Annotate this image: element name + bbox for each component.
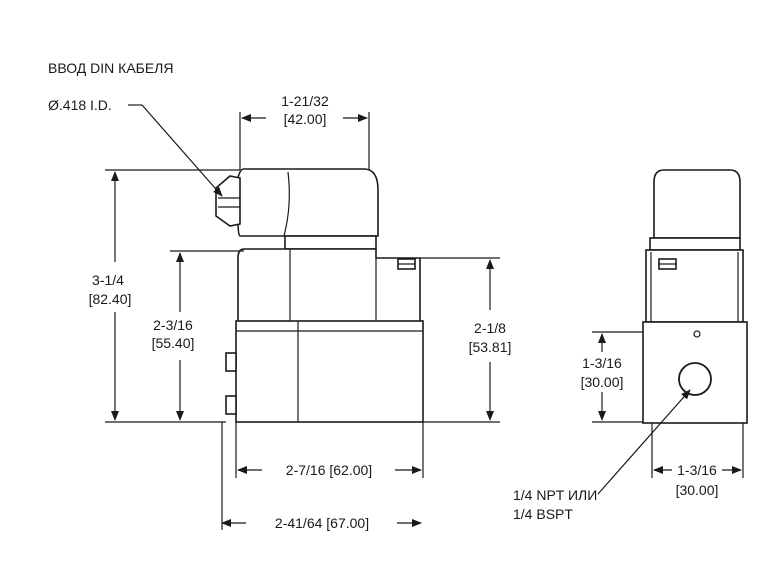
dim-right-height-primary: 2-1/8 xyxy=(474,320,506,336)
dim-overall-height-metric: [82.40] xyxy=(89,291,132,307)
callout-port-line1: 1/4 NPT ИЛИ xyxy=(513,487,597,503)
dim-base-width: 2-7/16 [62.00] xyxy=(235,422,424,478)
callout-cable-id: Ø.418 I.D. xyxy=(48,97,223,197)
dim-body-height-primary: 2-3/16 xyxy=(153,317,193,333)
callout-port-line2: 1/4 BSPT xyxy=(513,506,573,522)
dim-right-height-metric: [53.81] xyxy=(469,339,512,355)
callout-cable-id-text: Ø.418 I.D. xyxy=(48,97,112,113)
cable-gland xyxy=(215,175,241,227)
fitting-lower xyxy=(225,395,237,415)
din-connector-cap xyxy=(237,168,379,237)
dim-side-port-height-primary: 1-3/16 xyxy=(582,355,622,371)
side-view xyxy=(642,169,748,424)
side-base xyxy=(642,321,748,424)
dim-overall-width: 2-41/64 [67.00] xyxy=(221,422,422,531)
dim-right-height: 2-1/8 [53.81] xyxy=(420,257,512,423)
dim-side-width-metric: [30.00] xyxy=(676,482,719,498)
dim-top-width: 1-21/32 [42.00] xyxy=(239,93,370,170)
dim-top-width-metric: [42.00] xyxy=(284,111,327,127)
dim-overall-width-text: 2-41/64 [67.00] xyxy=(275,515,369,531)
side-connector xyxy=(653,169,741,239)
fitting-upper xyxy=(225,352,237,372)
valve-base xyxy=(235,320,424,423)
port-circle xyxy=(678,362,712,396)
dim-top-width-primary: 1-21/32 xyxy=(281,93,329,109)
dim-side-port-height-metric: [30.00] xyxy=(581,374,624,390)
dim-base-width-text: 2-7/16 [62.00] xyxy=(286,462,372,478)
dim-overall-height-primary: 3-1/4 xyxy=(92,272,124,288)
solenoid-coil xyxy=(237,248,421,323)
dim-body-height: 2-3/16 [55.40] xyxy=(152,250,244,421)
dim-body-height-metric: [55.40] xyxy=(152,335,195,351)
dim-side-port-height: 1-3/16 [30.00] xyxy=(581,331,643,423)
dim-side-width: 1-3/16 [30.00] xyxy=(651,423,744,498)
dim-side-width-primary: 1-3/16 xyxy=(677,462,717,478)
side-collar xyxy=(649,237,741,251)
side-pin-hole xyxy=(693,330,701,338)
drawing-title: ВВОД DIN КАБЕЛЯ xyxy=(48,60,173,76)
dim-overall-height: 3-1/4 [82.40] xyxy=(89,169,240,423)
front-view xyxy=(215,168,424,423)
connector-seam xyxy=(283,171,290,237)
callout-port: 1/4 NPT ИЛИ 1/4 BSPT xyxy=(513,389,691,522)
connector-collar xyxy=(284,235,377,250)
